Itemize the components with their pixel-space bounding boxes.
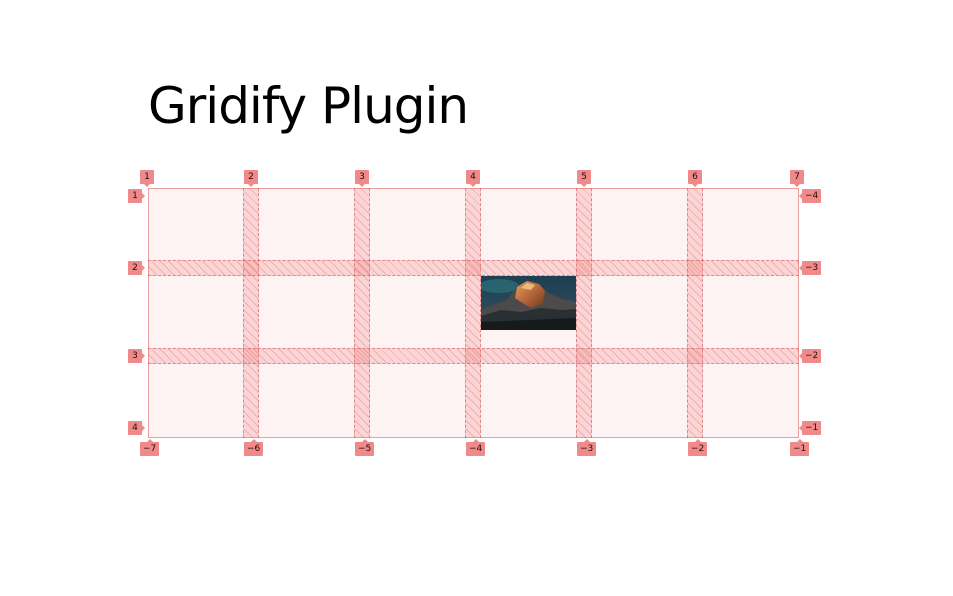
row-line-label-left: 4: [128, 421, 145, 435]
column-line-label-top: 6: [688, 170, 702, 187]
grid-overlay: [148, 188, 799, 438]
row-gap: [148, 348, 799, 364]
column-gap: [243, 188, 259, 438]
column-line-label-bottom: −7: [140, 439, 160, 456]
row-line-label-right: −4: [798, 189, 822, 203]
column-line-label-bottom: −2: [688, 439, 708, 456]
column-line-label-top: 7: [790, 170, 804, 187]
row-line-label-right: −1: [798, 421, 822, 435]
column-gap: [687, 188, 703, 438]
column-line-label-top: 1: [140, 170, 154, 187]
column-line-label-bottom: −3: [577, 439, 597, 456]
column-line-label-top: 5: [577, 170, 591, 187]
grid-item-image: [481, 276, 576, 330]
column-line-label-bottom: −1: [790, 439, 810, 456]
mountain-photo: [481, 276, 576, 330]
row-line-label-left: 2: [128, 261, 145, 275]
row-line-label-left: 3: [128, 349, 145, 363]
column-gap: [465, 188, 481, 438]
column-line-label-bottom: −6: [244, 439, 264, 456]
row-line-label-left: 1: [128, 189, 145, 203]
column-line-label-top: 2: [244, 170, 258, 187]
column-line-label-top: 4: [466, 170, 480, 187]
row-line-label-right: −2: [798, 349, 822, 363]
page-title: Gridify Plugin: [148, 77, 469, 135]
column-line-label-bottom: −5: [355, 439, 375, 456]
column-line-label-bottom: −4: [466, 439, 486, 456]
column-gap: [576, 188, 592, 438]
row-line-label-right: −3: [798, 261, 822, 275]
row-gap: [148, 260, 799, 276]
grid-container: [148, 188, 799, 438]
column-line-label-top: 3: [355, 170, 369, 187]
column-gap: [354, 188, 370, 438]
